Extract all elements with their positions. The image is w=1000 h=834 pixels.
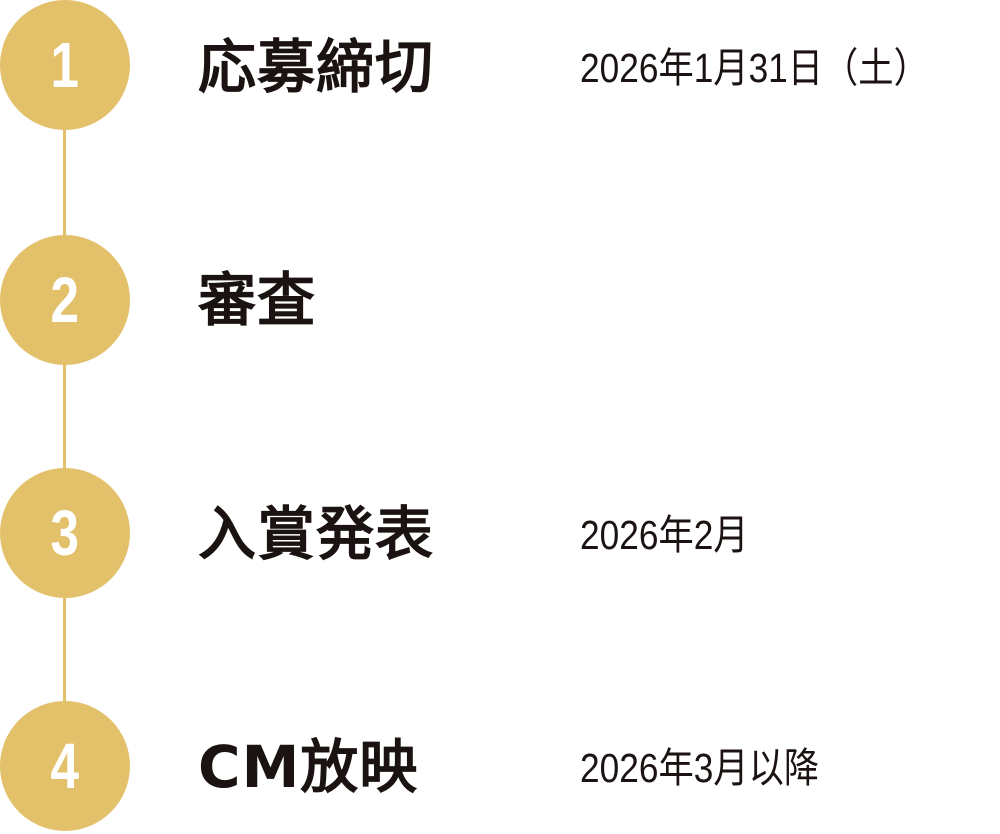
step-number-badge: 3 xyxy=(0,468,130,598)
step-date: 2026年1月31日（土） xyxy=(580,45,929,91)
step-number: 4 xyxy=(50,730,80,802)
step-number-badge: 1 xyxy=(0,0,130,130)
step-number: 2 xyxy=(50,264,80,336)
step-date: 2026年3月以降 xyxy=(580,745,820,791)
step-title: 応募締切 xyxy=(198,33,435,101)
timeline-connector xyxy=(63,65,66,765)
step-title: 審査 xyxy=(198,266,317,334)
step-number-badge: 2 xyxy=(0,235,130,365)
step-title: CM放映 xyxy=(198,733,419,801)
step-number: 3 xyxy=(50,497,80,569)
step-title: 入賞発表 xyxy=(198,500,435,568)
step-date: 2026年2月 xyxy=(580,512,749,558)
step-number: 1 xyxy=(50,29,80,101)
step-number-badge: 4 xyxy=(0,701,130,831)
